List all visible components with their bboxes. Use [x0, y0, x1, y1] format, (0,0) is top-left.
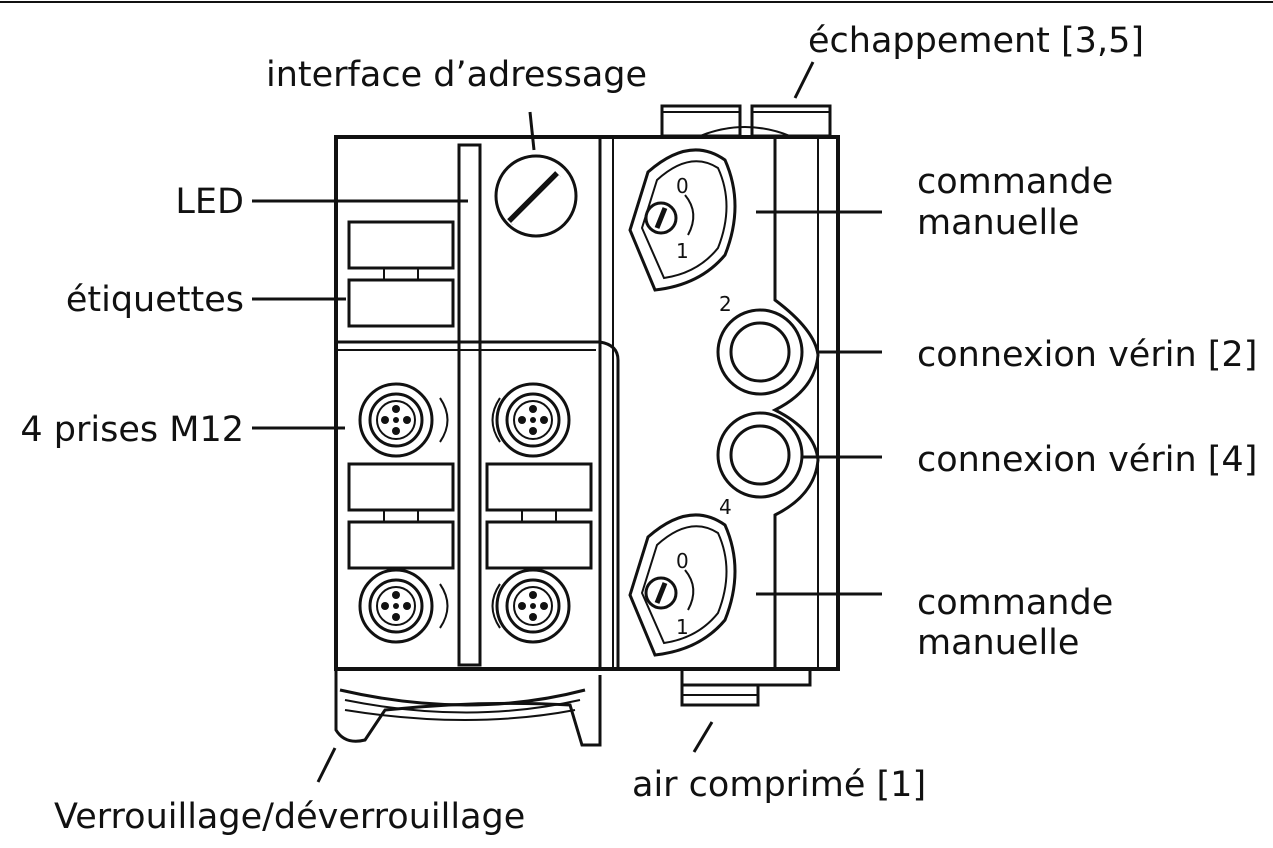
label-compressed-air: air comprimé [1]: [632, 765, 926, 805]
m12-socket-bottom-right: [495, 568, 571, 644]
manual-control-bottom: [628, 513, 737, 657]
label-plates-top: [347, 220, 455, 328]
lock-lever: [334, 669, 602, 747]
port-2-marking: 2: [719, 292, 732, 316]
leader-lines: [252, 61, 882, 783]
manual-control-top: [628, 148, 737, 292]
leader-compressed-air: [692, 721, 714, 753]
markings: 0 1 0 1 2 4: [676, 174, 732, 639]
cylinder-port-4: [716, 411, 804, 499]
port-4-marking: 4: [719, 495, 732, 519]
dial-top-0: 0: [676, 174, 689, 198]
label-led: LED: [175, 182, 244, 222]
label-manual-control-bottom-2: manuelle: [917, 623, 1079, 663]
exhaust-fittings: [660, 104, 832, 138]
compressed-air-fitting: [680, 667, 812, 707]
dial-top-1: 1: [676, 239, 689, 263]
label-cylinder-connection-4: connexion vérin [4]: [917, 440, 1257, 480]
label-cylinder-connection-2: connexion vérin [2]: [917, 335, 1257, 375]
label-plates-middle: [347, 462, 593, 570]
leader-exhaust: [793, 61, 815, 99]
leader-addressing: [528, 111, 536, 151]
label-lock-unlock: Verrouillage/déverrouillage: [54, 797, 525, 837]
label-manual-control-top-2: manuelle: [917, 203, 1079, 243]
label-addressing-interface: interface d’adressage: [266, 55, 647, 95]
label-exhaust: échappement [3,5]: [808, 21, 1144, 61]
cylinder-port-2: [716, 308, 804, 396]
m12-socket-top-left: [358, 382, 434, 458]
dial-bottom-1: 1: [676, 615, 689, 639]
label-manual-control-bottom-1: commande: [917, 583, 1113, 623]
m12-socket-bottom-left: [358, 568, 434, 644]
label-m12-sockets: 4 prises M12: [20, 410, 244, 450]
dial-bottom-0: 0: [676, 549, 689, 573]
led-strip: [457, 143, 482, 667]
module-housing: [334, 135, 840, 671]
label-manual-control-top-1: commande: [917, 162, 1113, 202]
leader-lock: [316, 747, 337, 783]
valve-module: [334, 104, 840, 747]
callout-labels: échappement [3,5] interface d’adressage …: [20, 21, 1257, 837]
addressing-interface-dial: [494, 154, 578, 238]
label-etiquettes: étiquettes: [66, 280, 244, 320]
m12-socket-top-right: [495, 382, 571, 458]
